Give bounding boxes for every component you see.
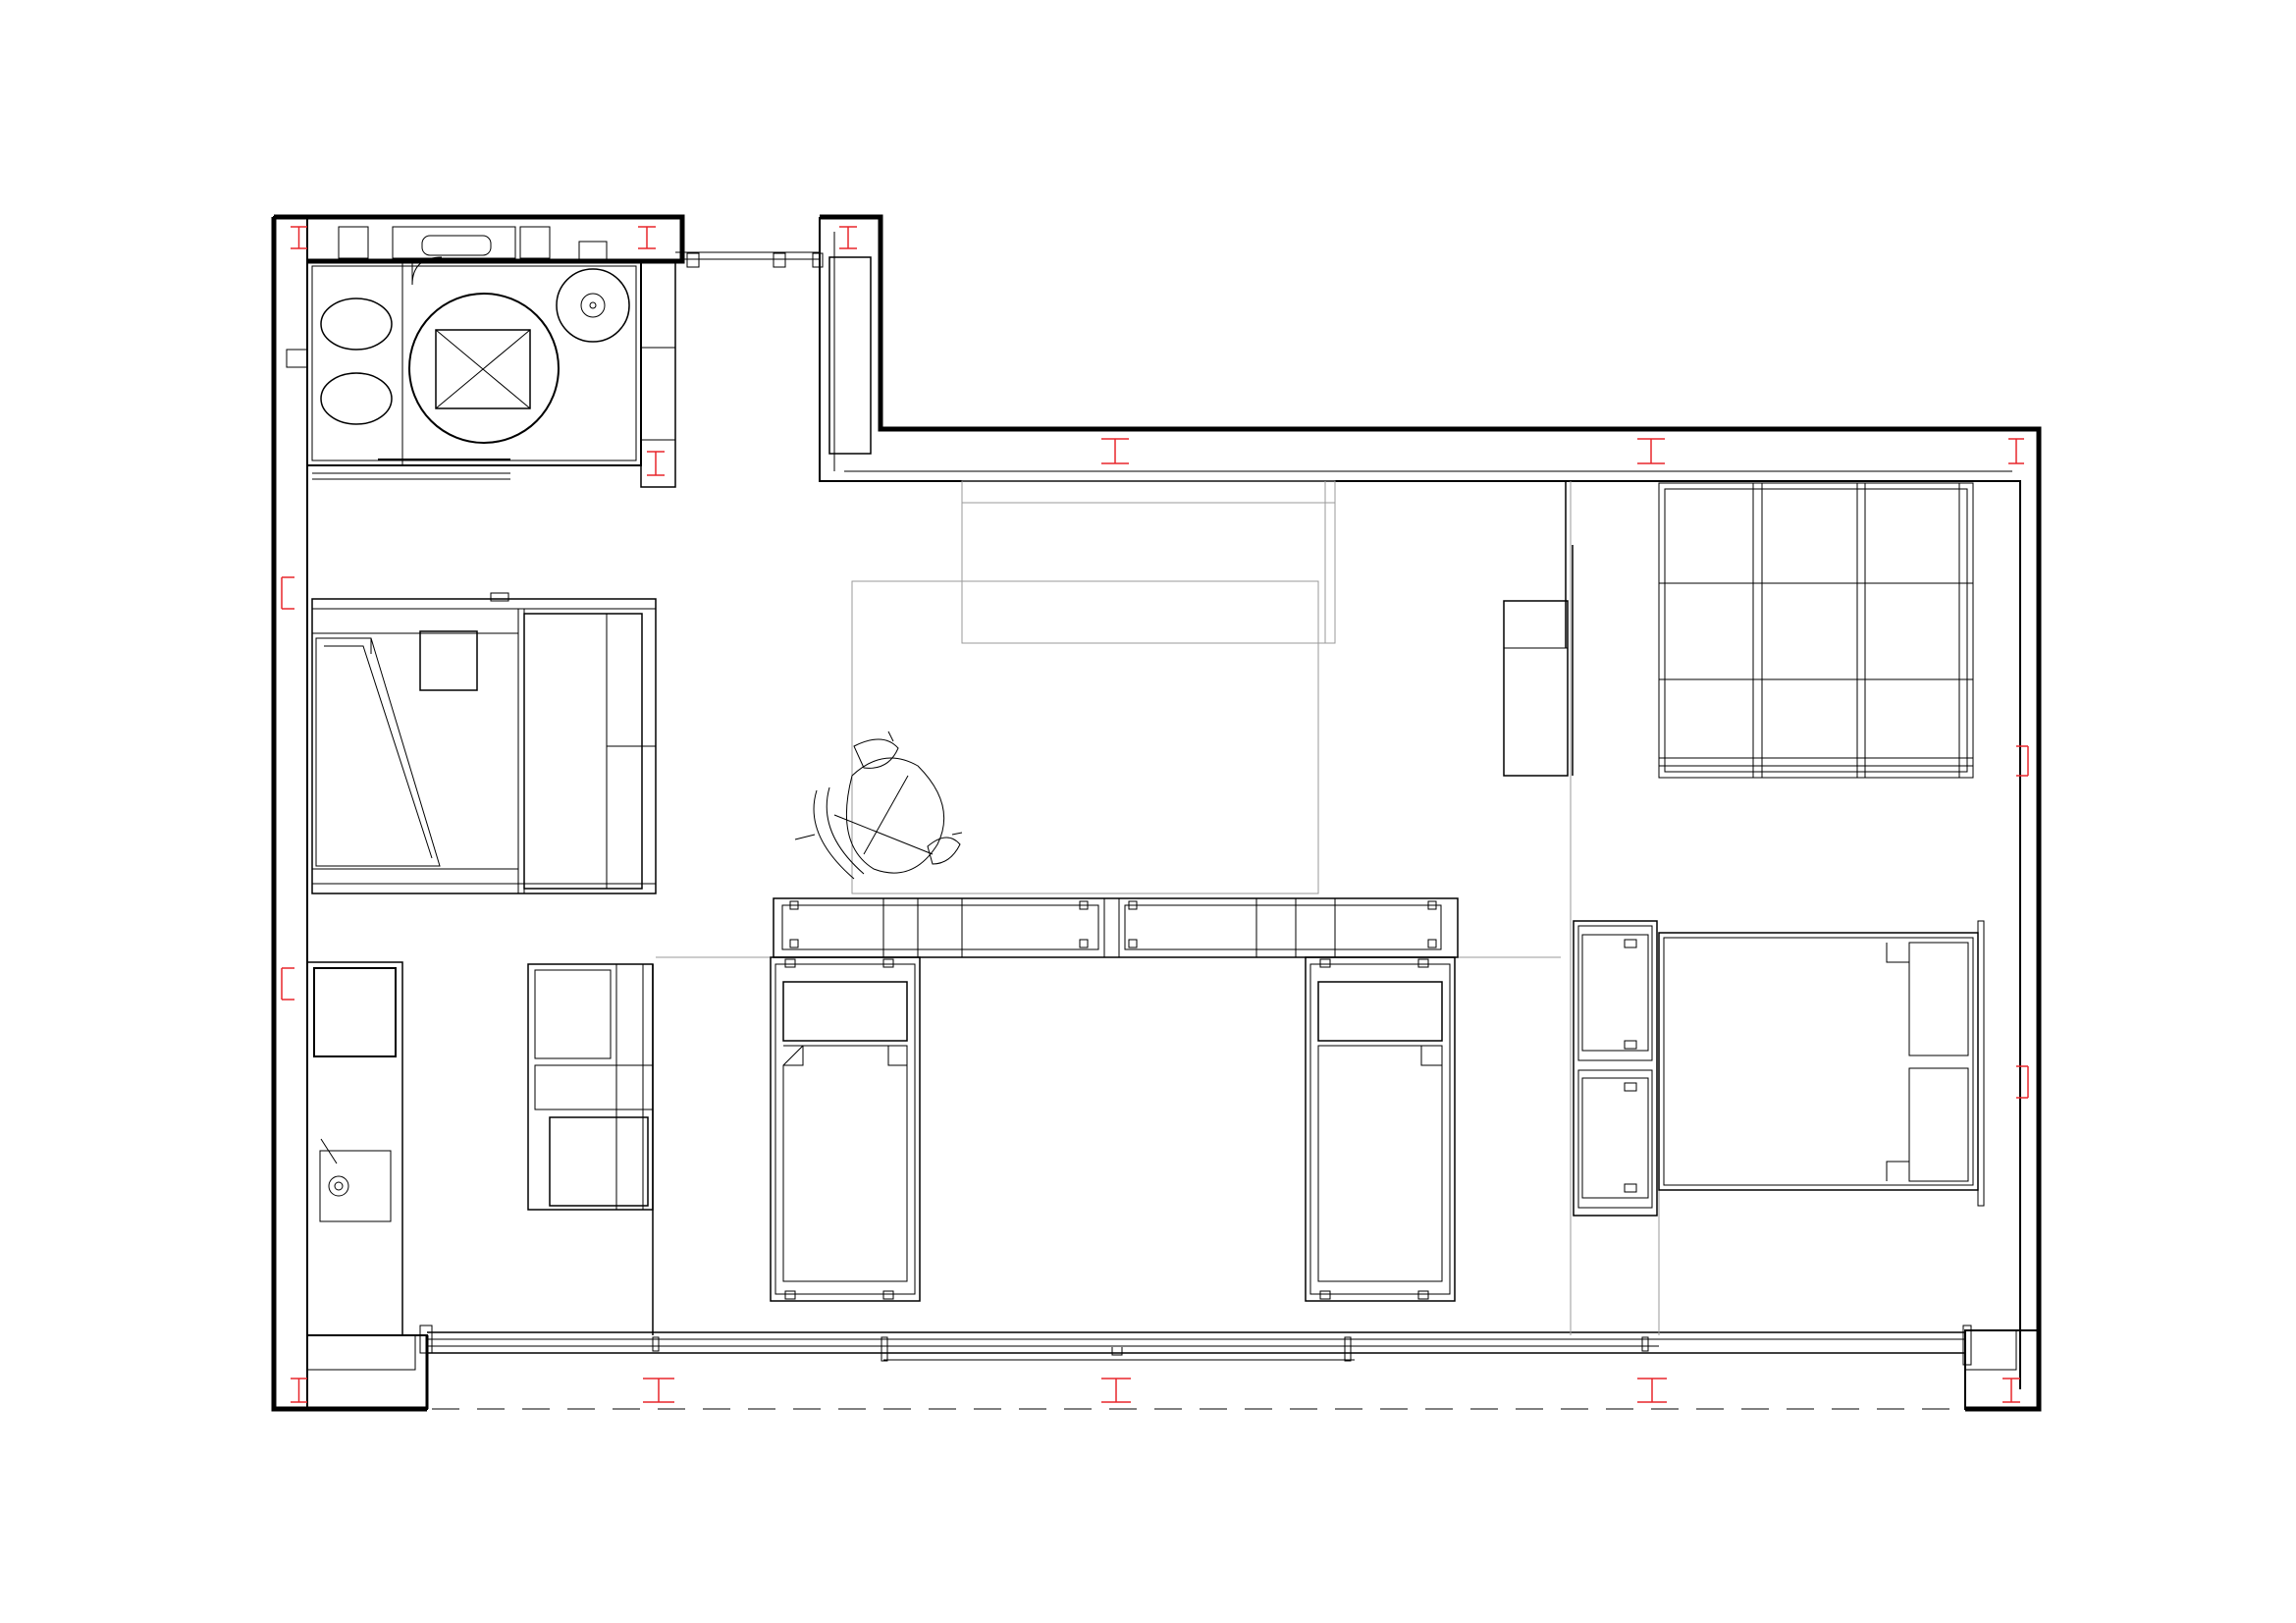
sink-icon	[556, 268, 630, 343]
i-beam-icon	[1101, 438, 1129, 464]
i-beam-icon	[2008, 438, 2024, 464]
column-markers	[281, 226, 2029, 1403]
partition-with-cabinet	[1503, 481, 1574, 777]
built-in-bed-nook	[311, 592, 657, 894]
kitchenette	[306, 961, 403, 1336]
desk	[773, 897, 1459, 958]
i-beam-icon	[2016, 1065, 2029, 1099]
i-beam-icon	[1637, 438, 1665, 464]
bedside-tables	[1573, 920, 1658, 1217]
wardrobe	[1658, 482, 1974, 779]
shelving-unit	[527, 963, 654, 1335]
toilet-icon	[320, 298, 393, 351]
i-beam-icon	[281, 576, 294, 610]
lounge-with-rug-and-sofa	[656, 480, 1660, 1335]
single-bed-right	[1305, 956, 1456, 1302]
i-beam-icon	[1101, 1378, 1131, 1403]
i-beam-icon	[647, 451, 665, 476]
i-beam-icon	[839, 226, 857, 249]
balcony-glazing	[419, 1325, 1972, 1366]
shower-icon	[408, 293, 560, 444]
i-beam-icon	[291, 226, 307, 249]
double-bed	[1658, 920, 1985, 1207]
bathroom	[286, 226, 824, 488]
single-bed-left	[770, 956, 921, 1302]
i-beam-icon	[281, 967, 294, 1001]
lounge-chair-icon	[794, 730, 963, 880]
exterior-walls	[271, 214, 2042, 1412]
i-beam-icon	[1637, 1378, 1667, 1403]
toilet-icon	[320, 372, 393, 425]
i-beam-icon	[643, 1378, 674, 1403]
i-beam-icon	[638, 226, 656, 249]
i-beam-icon	[2016, 745, 2029, 777]
i-beam-icon	[291, 1378, 307, 1403]
i-beam-icon	[2002, 1378, 2020, 1403]
